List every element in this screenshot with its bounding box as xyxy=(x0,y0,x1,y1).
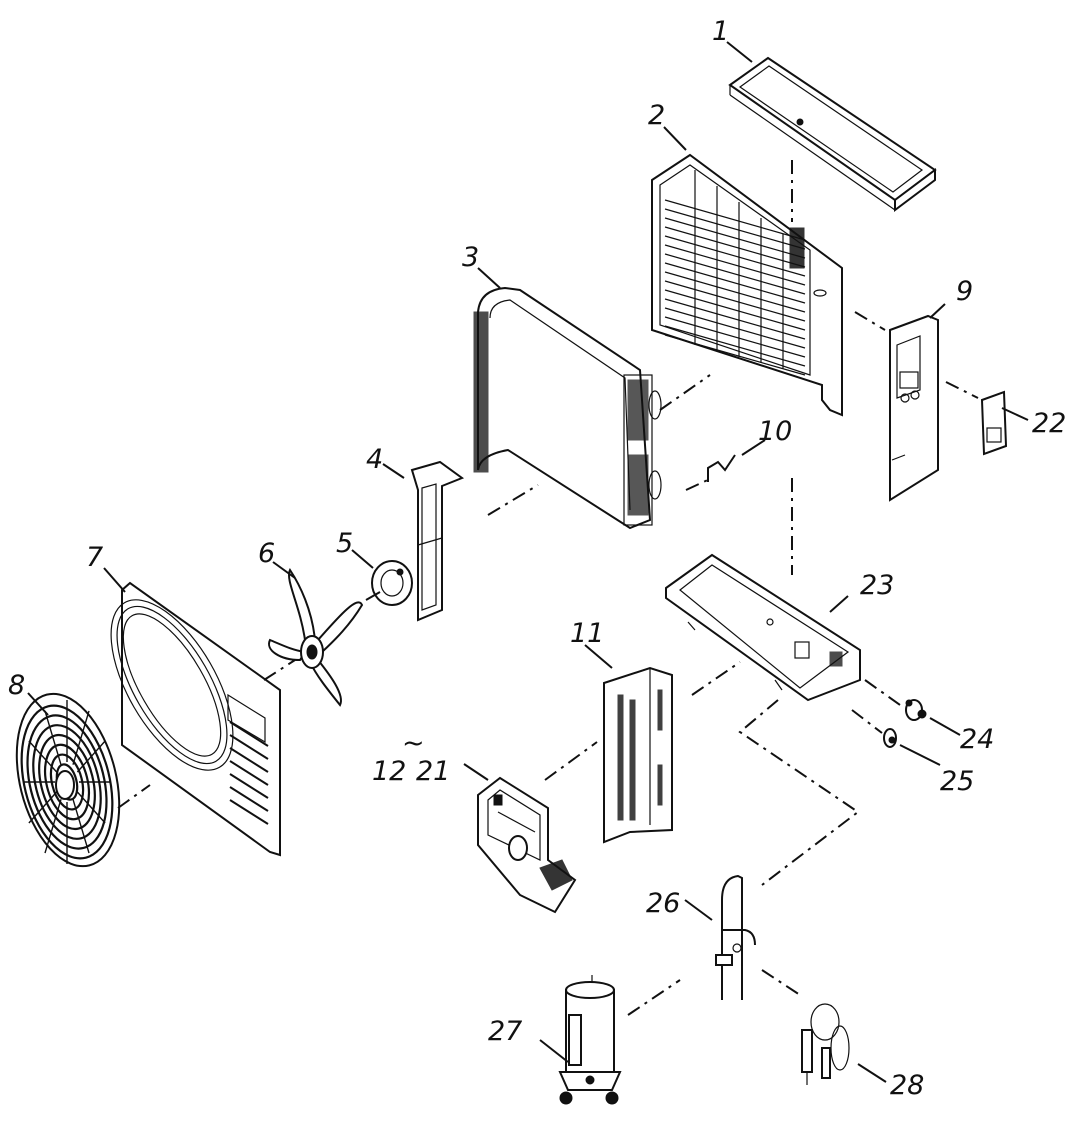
callout-26: 26 xyxy=(646,888,680,919)
part-27-compressor xyxy=(558,975,622,1105)
part-26-piping xyxy=(715,874,756,1000)
part-11-partition xyxy=(603,666,673,844)
callout-4: 4 xyxy=(366,444,383,475)
part-2-rear-grille xyxy=(651,153,843,417)
callout-21: 21 xyxy=(416,756,450,787)
part-3-condenser-coil xyxy=(473,286,662,530)
callout-27: 27 xyxy=(488,1016,522,1047)
part-9-side-panel xyxy=(889,314,939,502)
part-28-capillary-assembly xyxy=(801,1003,850,1085)
part-7-front-panel xyxy=(110,581,281,857)
callout-labels: 1 2 3 4 5 6 7 8 9 10 11 12 ~ 21 22 23 24… xyxy=(8,16,1066,1101)
assembly-guide-lines xyxy=(117,160,979,1016)
callout-1: 1 xyxy=(712,16,729,47)
part-10-pipe-clip xyxy=(707,454,736,482)
part-4-motor-bracket xyxy=(410,460,465,622)
part-1-top-cover xyxy=(728,56,937,212)
callout-12: 12 xyxy=(372,756,406,787)
callout-tilde: ~ xyxy=(402,728,425,759)
callout-9: 9 xyxy=(956,276,973,307)
callout-7: 7 xyxy=(86,542,103,573)
callout-8: 8 xyxy=(8,670,25,701)
callout-3: 3 xyxy=(462,242,479,273)
part-12-21-control-box xyxy=(477,776,577,914)
part-6-fan-blade xyxy=(268,568,364,707)
callout-6: 6 xyxy=(258,538,275,569)
part-22-valve-cover xyxy=(980,390,1008,456)
part-5-fan-motor xyxy=(365,560,413,606)
callout-23: 23 xyxy=(860,570,894,601)
part-24-valve xyxy=(905,699,927,721)
callout-24: 24 xyxy=(960,724,994,755)
callout-28: 28 xyxy=(890,1070,924,1101)
leader-lines xyxy=(27,41,1029,1083)
part-23-base-pan xyxy=(665,553,861,702)
callout-5: 5 xyxy=(336,528,353,559)
callout-2: 2 xyxy=(648,100,665,131)
part-8-fan-guard xyxy=(15,692,121,868)
callout-25: 25 xyxy=(940,766,974,797)
callout-10: 10 xyxy=(758,416,792,447)
callout-22: 22 xyxy=(1032,408,1066,439)
part-25-valve xyxy=(883,728,897,748)
callout-11: 11 xyxy=(570,618,604,649)
